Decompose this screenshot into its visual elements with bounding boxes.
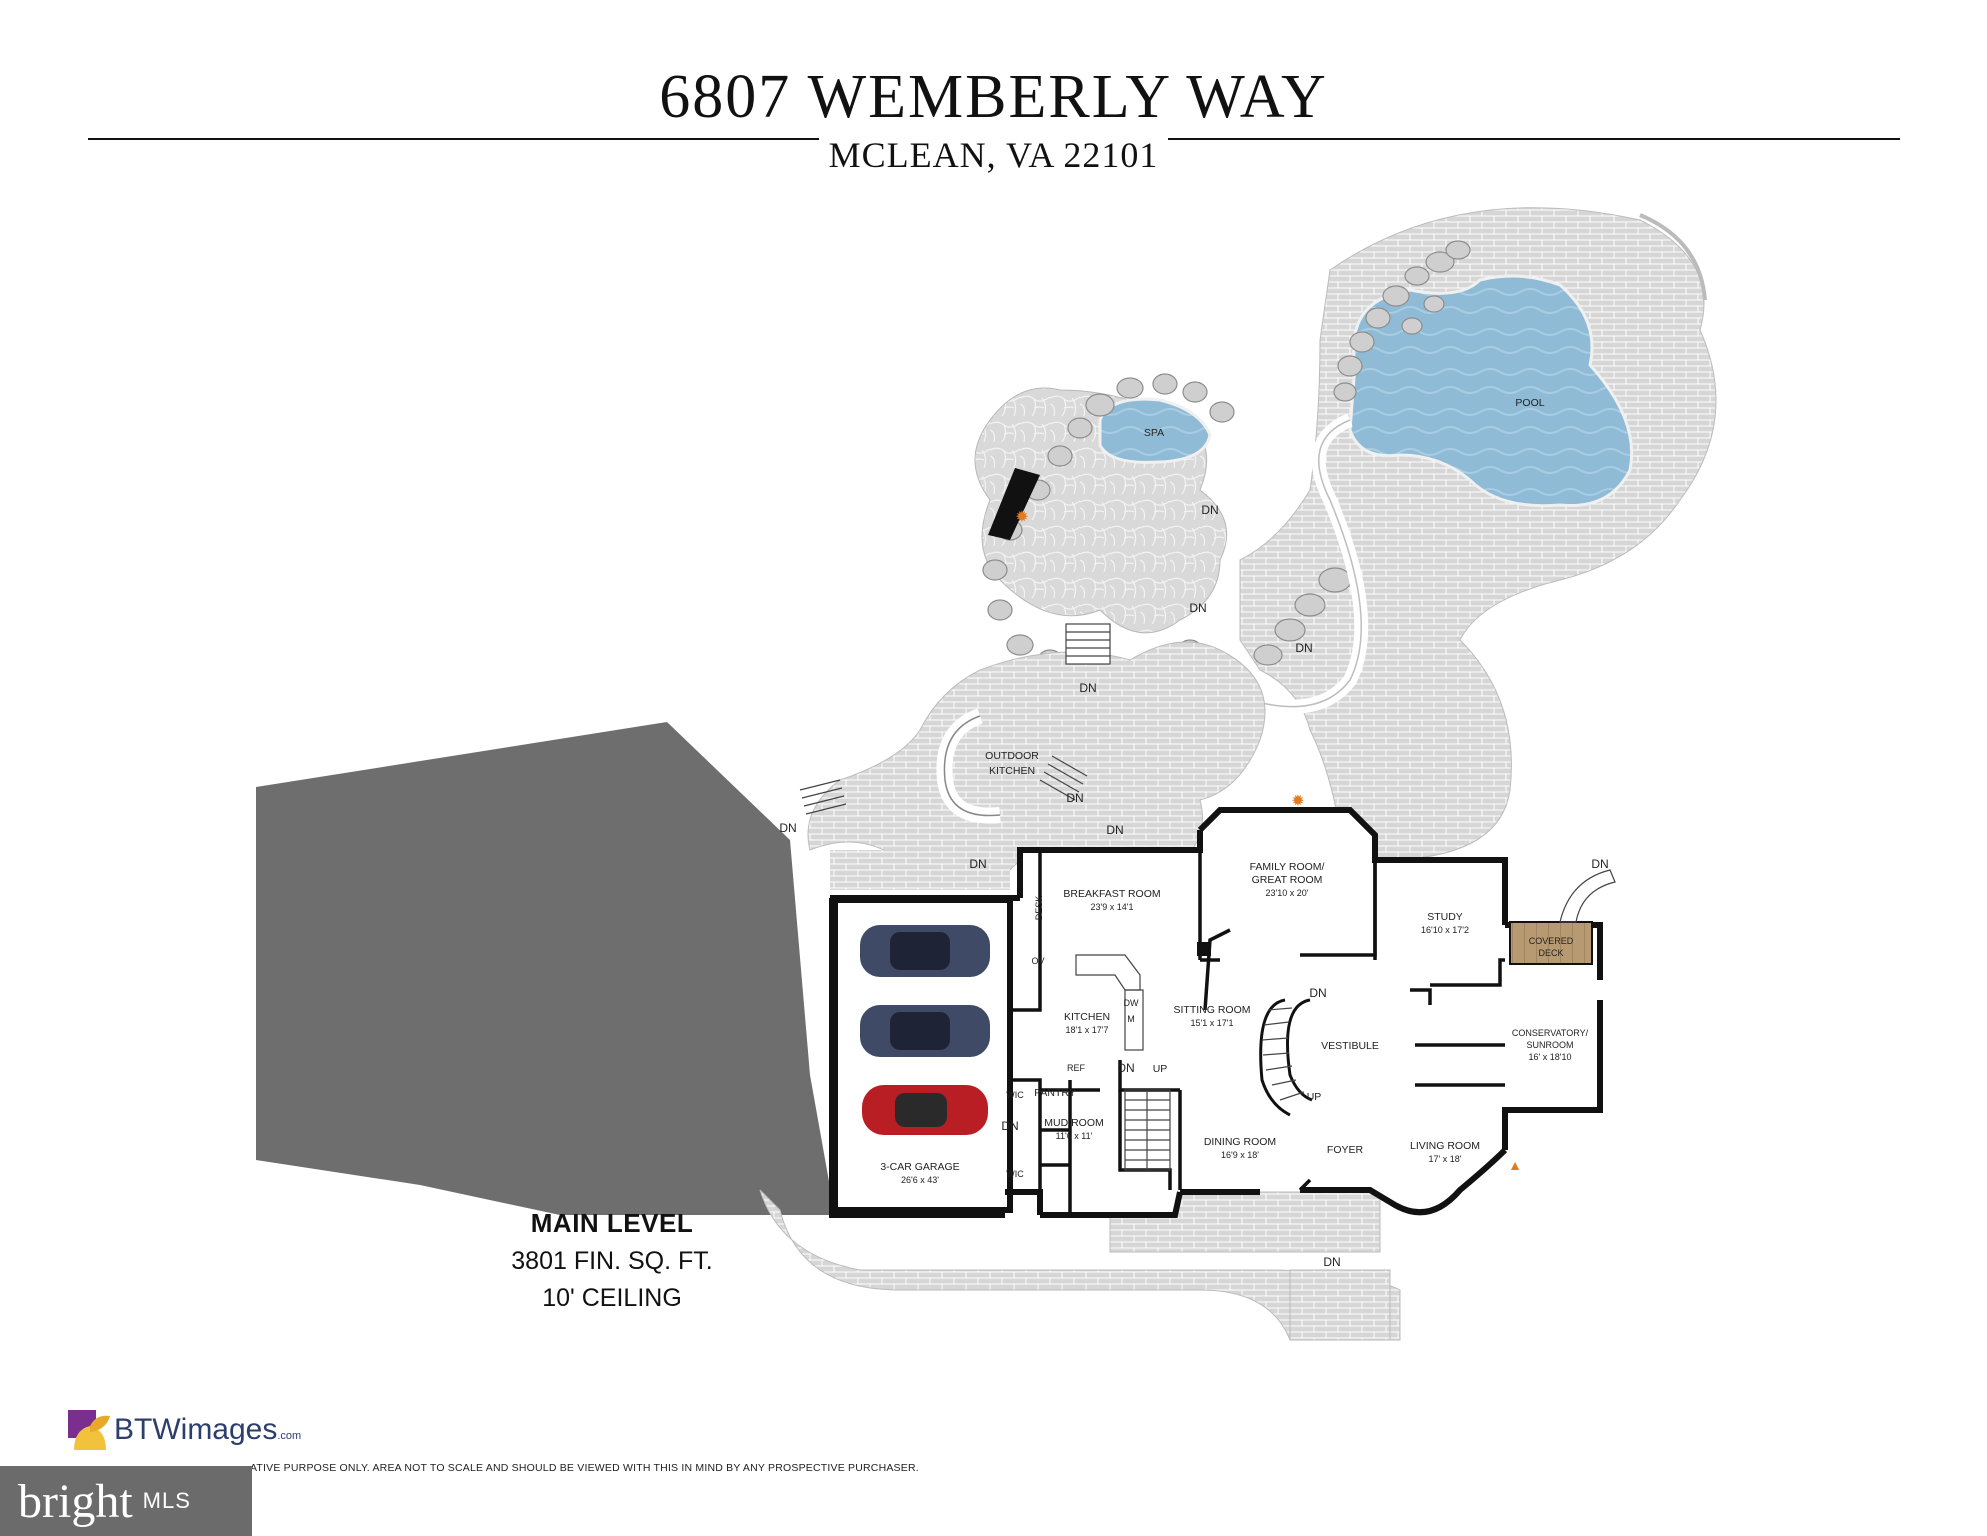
vestibule-stair-treads xyxy=(1261,1007,1305,1101)
brand-suffix: .com xyxy=(277,1430,302,1442)
family-fireplace-icon: ✹ xyxy=(1291,793,1304,810)
fire-pit-wall xyxy=(988,468,1040,540)
car-2 xyxy=(860,1005,990,1057)
dining-room-dims: 16'9 x 18' xyxy=(1221,1150,1259,1160)
up-label: UP xyxy=(1153,1063,1168,1075)
level-area: 3801 FIN. SQ. FT. xyxy=(511,1247,713,1275)
car-1 xyxy=(860,925,990,977)
level-info: MAIN LEVEL 3801 FIN. SQ. FT. 10' CEILING xyxy=(472,1208,752,1313)
study-dims: 16'10 x 17'2 xyxy=(1421,925,1469,935)
pool-label: POOL xyxy=(1515,397,1544,409)
spa-label: SPA xyxy=(1144,427,1164,439)
family-room-name-2: GREAT ROOM xyxy=(1252,874,1323,886)
wic-label: WIC xyxy=(1006,1169,1024,1179)
dn-label: DN xyxy=(1309,986,1326,1000)
property-city-subtitle: MCLEAN, VA 22101 xyxy=(0,134,1987,176)
dn-label: DN xyxy=(1117,1061,1134,1075)
vestibule-name: VESTIBULE xyxy=(1321,1040,1379,1052)
conservatory-name-2: SUNROOM xyxy=(1527,1040,1574,1050)
dn-label: DN xyxy=(1591,857,1608,871)
wic-label: WIC xyxy=(1006,1090,1024,1100)
conservatory-name-1: CONSERVATORY/ xyxy=(1512,1028,1589,1038)
pantry-name: PANTRY xyxy=(1034,1087,1076,1099)
pool-water xyxy=(1348,274,1634,508)
terrace-steps xyxy=(799,623,1111,815)
pool-boulders xyxy=(1333,240,1471,402)
spa-water xyxy=(1098,397,1212,464)
dn-label: DN xyxy=(1001,1119,1018,1133)
covered-deck-name-1: COVERED xyxy=(1529,936,1574,946)
dining-room-name: DINING ROOM xyxy=(1204,1136,1276,1148)
dn-label: DN xyxy=(1295,641,1312,655)
rear-stair xyxy=(1124,1089,1171,1171)
bright-logo-text: bright xyxy=(18,1474,133,1528)
sitting-room-dims: 15'1 x 17'1 xyxy=(1191,1018,1234,1028)
mls-logo-text: MLS xyxy=(142,1488,191,1513)
fridge-label: REF xyxy=(1067,1063,1086,1073)
up-label: UP xyxy=(1307,1091,1322,1103)
driveway xyxy=(256,722,835,1215)
study-name: STUDY xyxy=(1427,911,1463,923)
bright-mls-badge: bright MLS xyxy=(0,1466,252,1536)
family-room-dims: 23'10 x 20' xyxy=(1266,888,1309,898)
fire-icon: ✹ xyxy=(1015,509,1028,526)
conservatory-dims: 16' x 18'10 xyxy=(1529,1052,1572,1062)
brand-name: BTWimages xyxy=(114,1413,278,1446)
level-name: MAIN LEVEL xyxy=(530,1208,694,1238)
outdoor-kitchen-label-2: KITCHEN xyxy=(989,765,1035,777)
flower-logo-icon xyxy=(68,1410,110,1450)
property-address-title: 6807 WEMBERLY WAY xyxy=(659,63,1328,131)
level-ceiling: 10' CEILING xyxy=(542,1284,682,1312)
kitchen-dims: 18'1 x 17'7 xyxy=(1066,1025,1109,1035)
house-footprint: ✹ ▲ xyxy=(829,793,1616,1218)
garage-name: 3-CAR GARAGE xyxy=(880,1161,959,1173)
oven-label: OV xyxy=(1031,956,1044,966)
living-fireplace-icon: ▲ xyxy=(1508,1157,1522,1173)
mud-room-name: MUD ROOM xyxy=(1044,1117,1104,1129)
dn-label: DN xyxy=(969,857,986,871)
kitchen-name: KITCHEN xyxy=(1064,1011,1110,1023)
btwimages-logo: BTWimages.com xyxy=(66,1408,301,1452)
dn-label: DN xyxy=(1201,503,1218,517)
dn-label: DN xyxy=(1189,601,1206,615)
foyer-name: FOYER xyxy=(1327,1144,1364,1156)
breakfast-room-name: BREAKFAST ROOM xyxy=(1063,888,1160,900)
dn-label: DN xyxy=(1323,1255,1340,1269)
mud-room-dims: 11'6 x 11' xyxy=(1056,1131,1093,1141)
stepping-stones xyxy=(1253,567,1352,666)
dn-label: DN xyxy=(1079,681,1096,695)
desk-label: DESK xyxy=(1034,896,1044,921)
covered-deck-name-2: DECK xyxy=(1538,948,1563,958)
family-room-name-1: FAMILY ROOM/ xyxy=(1250,861,1325,873)
outdoor-kitchen-label-1: OUTDOOR xyxy=(985,750,1039,762)
dn-label: DN xyxy=(1106,823,1123,837)
microwave-label: M xyxy=(1127,1014,1135,1024)
living-room-dims: 17' x 18' xyxy=(1429,1154,1462,1164)
living-room-name: LIVING ROOM xyxy=(1410,1140,1480,1152)
car-3 xyxy=(862,1085,988,1135)
dn-label: DN xyxy=(779,821,796,835)
dishwasher-label: DW xyxy=(1124,998,1139,1008)
dn-label: DN xyxy=(1066,791,1083,805)
breakfast-room-dims: 23'9 x 14'1 xyxy=(1091,902,1134,912)
disclaimer-text: ATIVE PURPOSE ONLY. AREA NOT TO SCALE AN… xyxy=(250,1462,919,1474)
garage-cars xyxy=(860,925,990,1135)
garage-dims: 26'6 x 43' xyxy=(901,1175,939,1185)
sitting-room-name: SITTING ROOM xyxy=(1174,1004,1251,1016)
